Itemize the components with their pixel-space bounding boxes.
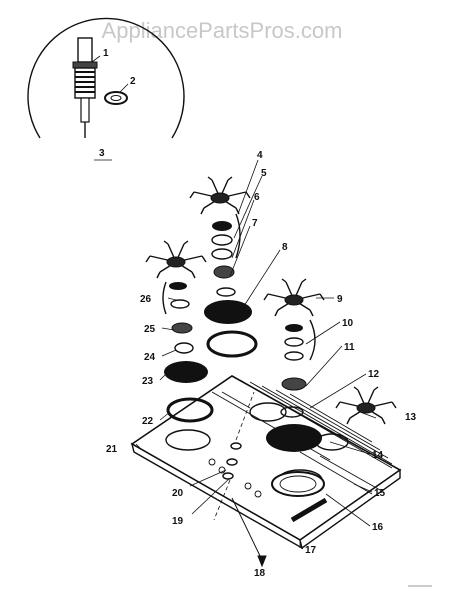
detail-view-igniter xyxy=(27,17,185,161)
burner-grate xyxy=(145,240,207,279)
callout-24: 24 xyxy=(144,352,156,363)
burner-ring xyxy=(206,330,258,358)
control-parts xyxy=(213,391,255,521)
callout-21: 21 xyxy=(106,444,118,455)
igniter-ring-part xyxy=(104,91,128,105)
callout-10: 10 xyxy=(342,318,354,329)
callout-2: 2 xyxy=(130,76,136,87)
callout-15: 15 xyxy=(374,488,386,499)
arrow-down-icon xyxy=(257,555,267,568)
burner-cap-dark xyxy=(204,300,252,324)
callout-14: 14 xyxy=(372,450,384,461)
burner-grate-far-right xyxy=(335,386,397,425)
callout-1: 1 xyxy=(103,48,109,59)
callout-23: 23 xyxy=(142,376,154,387)
callout-18: 18 xyxy=(254,568,266,579)
burner-stack-top-center xyxy=(189,176,258,358)
callout-11: 11 xyxy=(344,342,355,353)
callout-13: 13 xyxy=(405,412,417,423)
burner-grate xyxy=(263,278,325,317)
burner-ring xyxy=(166,397,214,423)
callout-7: 7 xyxy=(252,218,258,229)
callout-3: 3 xyxy=(99,148,105,159)
burner-cap-dark xyxy=(266,424,322,452)
leader-lines xyxy=(135,159,377,548)
callout-12: 12 xyxy=(368,369,380,380)
callout-25: 25 xyxy=(144,324,156,335)
burner-stack-right xyxy=(263,278,325,497)
callout-20: 20 xyxy=(172,488,184,499)
igniter-part xyxy=(72,37,98,138)
callout-16: 16 xyxy=(372,522,384,533)
burner-grate xyxy=(189,176,251,215)
callout-5: 5 xyxy=(261,168,267,179)
callout-6: 6 xyxy=(254,192,260,203)
callout-4: 4 xyxy=(257,150,263,161)
burner-cap-dark xyxy=(164,361,208,383)
callout-22: 22 xyxy=(142,416,154,427)
callout-26: 26 xyxy=(140,294,152,305)
callout-19: 19 xyxy=(172,516,184,527)
callout-8: 8 xyxy=(282,242,288,253)
watermark: AppliancePartsPros.com xyxy=(102,18,343,43)
callout-17: 17 xyxy=(305,545,317,556)
callout-9: 9 xyxy=(337,294,343,305)
callout-numbers: 1 2 3 4 5 6 7 8 9 10 11 12 13 14 15 16 1… xyxy=(99,48,417,579)
burner-stack-upper-left xyxy=(145,240,214,423)
